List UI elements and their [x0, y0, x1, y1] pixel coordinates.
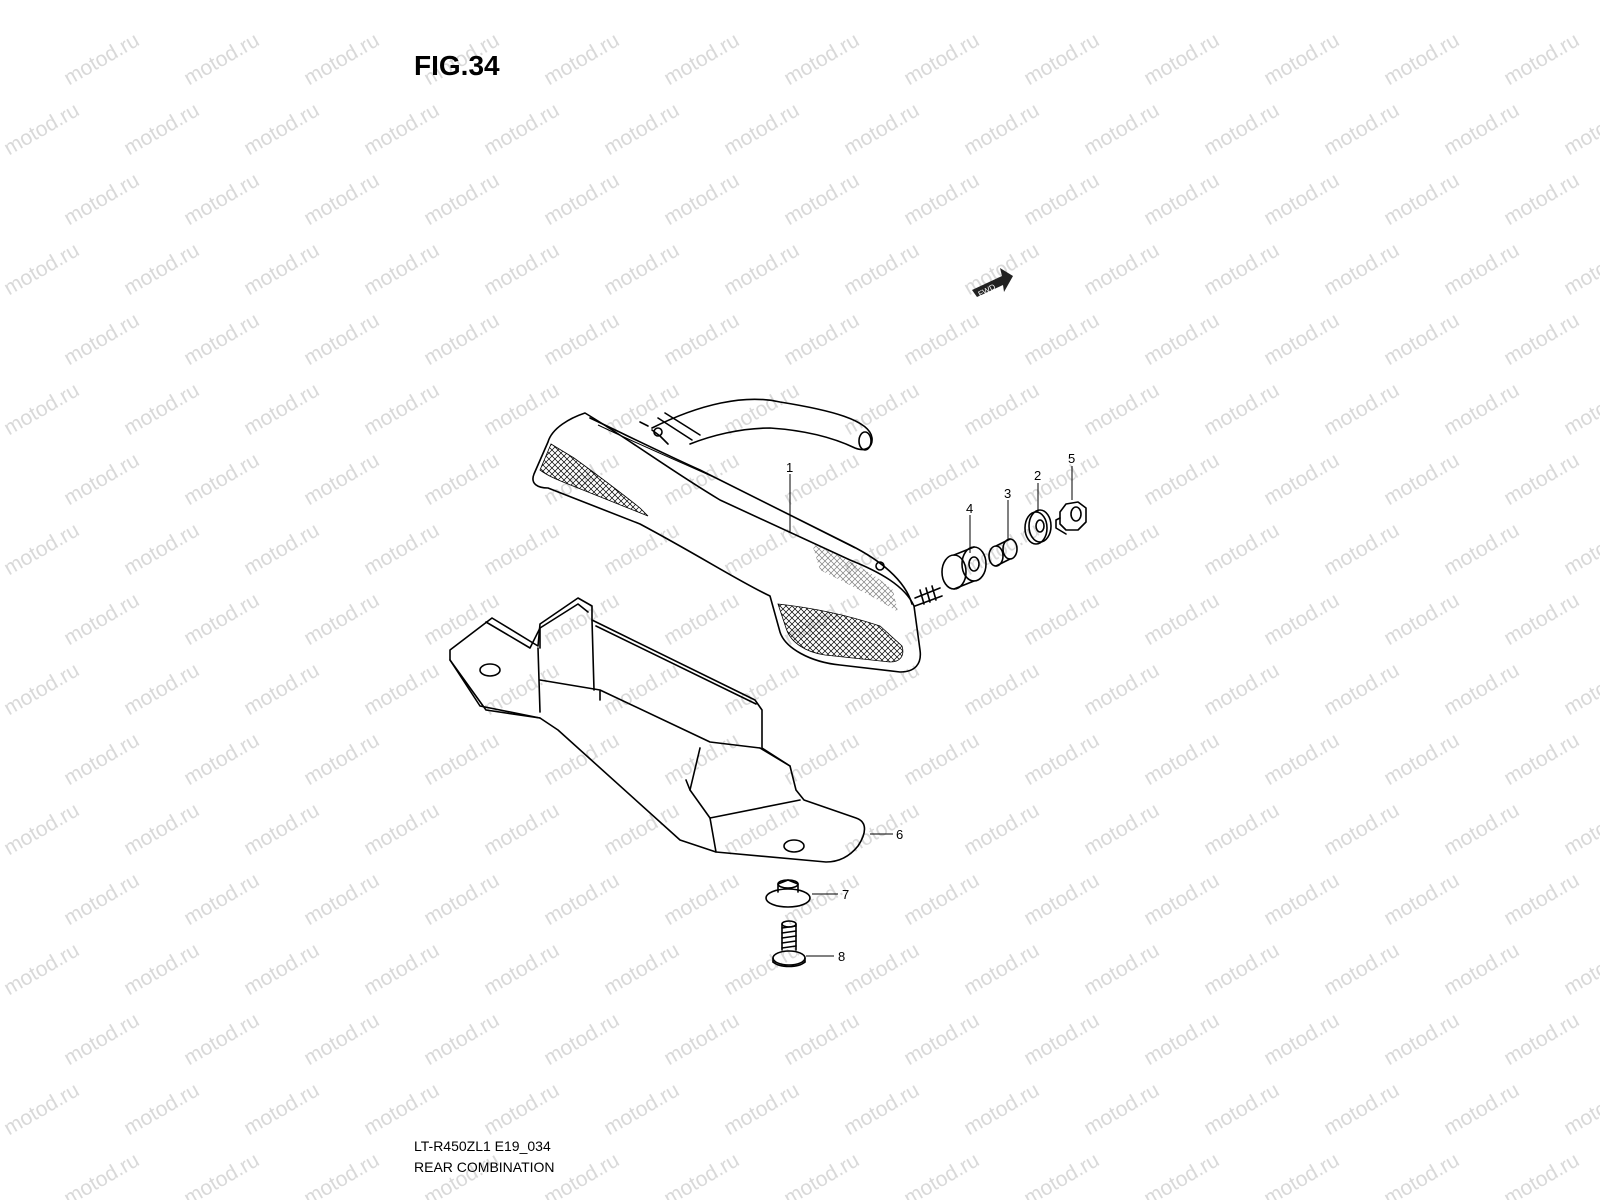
figure-title: FIG.34 — [414, 50, 500, 81]
rear-combination-lamp — [532, 398, 943, 673]
collar — [988, 538, 1018, 567]
callout-3: 3 — [1004, 486, 1011, 501]
callout-8: 8 — [838, 949, 845, 964]
callout-2: 2 — [1034, 468, 1041, 483]
bracket-screw — [772, 920, 806, 968]
mounting-bracket — [449, 597, 866, 863]
bracket-nut — [765, 879, 811, 908]
washer — [1024, 509, 1052, 545]
callout-4: 4 — [966, 501, 973, 516]
callout-5: 5 — [1068, 451, 1075, 466]
callout-6: 6 — [896, 827, 903, 842]
flange-nut — [1055, 501, 1087, 535]
callout-labels: 1 2 3 4 5 6 7 8 — [786, 451, 1075, 964]
model-code: LT-R450ZL1 E19_034 — [414, 1138, 551, 1154]
callout-7: 7 — [842, 887, 849, 902]
fwd-arrow-icon: FWD — [972, 268, 1013, 299]
grommet — [941, 546, 987, 590]
assembly-name: REAR COMBINATION — [414, 1159, 555, 1175]
callout-1: 1 — [786, 460, 793, 475]
callout-leaders — [789, 466, 1073, 957]
